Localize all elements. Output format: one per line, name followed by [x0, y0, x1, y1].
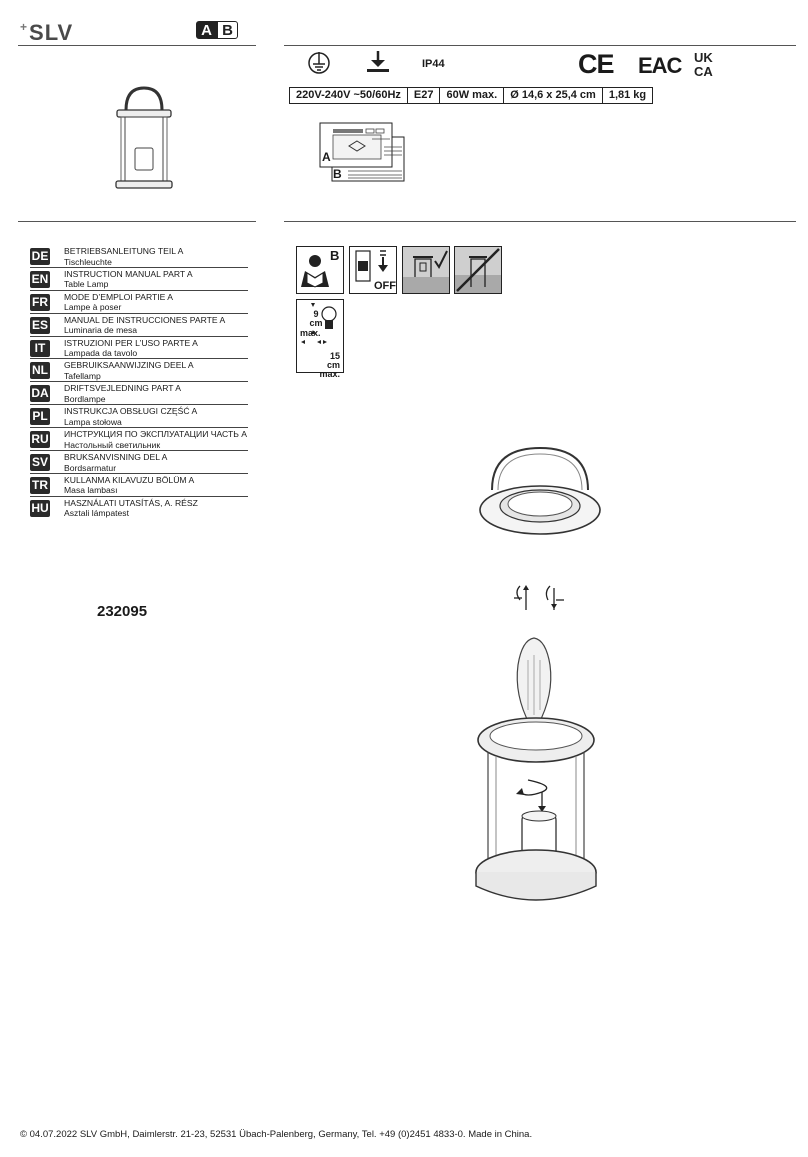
reader-icon [301, 255, 329, 288]
lang-subtitle: Tischleuchte [64, 256, 112, 267]
slv-logo: +SLV [20, 20, 74, 45]
footer-copyright: © 04.07.2022 SLV GmbH, Daimlerstr. 21-23… [20, 1129, 533, 1140]
bulb-distance-warning [296, 299, 344, 373]
lang-title: INSTRUCTION MANUAL PART A [64, 268, 193, 279]
distance-side-max: max. [319, 369, 340, 379]
lang-code-badge: HU [30, 499, 50, 517]
distance-top-text: 9 cm [306, 310, 326, 328]
lang-code-badge: PL [30, 408, 50, 426]
outdoor-lamp-check-icon [403, 250, 449, 293]
read-part-label: B [330, 248, 340, 263]
lang-code-badge: DA [30, 385, 50, 403]
part-a-badge: A [196, 21, 217, 39]
lang-title: MANUAL DE INSTRUCCIONES PARTE A [64, 314, 226, 325]
read-manual-warning [296, 246, 344, 294]
bulb-distance-icon [301, 303, 337, 344]
lang-subtitle: Table Lamp [64, 279, 109, 290]
ip-rating: IP44 [422, 58, 445, 70]
spec-weight: 1,81 kg [608, 89, 647, 101]
manual-part-b-label: B [333, 167, 342, 181]
product-code: 232095 [97, 603, 148, 620]
lang-code-badge: FR [30, 293, 50, 311]
lang-subtitle: Asztali lámpatest [64, 508, 129, 519]
outdoor-use-allowed [402, 246, 450, 294]
logo-text: SLV [29, 20, 74, 45]
spec-voltage: 220V-240V ~50/60Hz [290, 88, 408, 103]
lang-title: BRUKSANVISNING DEL A [64, 452, 168, 463]
svg-text:CA: CA [694, 64, 713, 78]
lang-subtitle: Lampa stołowa [64, 416, 122, 427]
switch-off-icon [355, 250, 388, 282]
distance-side-value: 15 cm [326, 351, 340, 370]
lang-subtitle: Lampada da tavolo [64, 348, 138, 359]
manual-part-a-label: A [322, 150, 331, 164]
lang-subtitle: Настольный светильник [64, 439, 161, 450]
lang-title: INSTRUKCJA OBSŁUGI CZĘŚĆ A [64, 406, 198, 417]
eac-mark: EAC [638, 53, 682, 78]
distance-side-text: 15 cm max. [316, 352, 340, 379]
lang-title: HASZNÁLATI UTASÍTÁS, A. RÉSZ [64, 497, 198, 508]
lamp-thumbnail-icon [115, 86, 173, 189]
off-label: OFF [374, 280, 396, 292]
lang-code-badge: ES [30, 316, 50, 334]
lang-code-badge: RU [30, 431, 50, 449]
lang-code-badge: IT [30, 339, 50, 357]
lang-subtitle: Tafellamp [64, 370, 101, 381]
lang-title: KULLANMA KILAVUZU BÖLÜM A [64, 474, 195, 485]
lang-title: MODE D’EMPLOI PARTIE A [64, 291, 174, 302]
no-ground-installation [454, 246, 502, 294]
lang-title: BETRIEBSANLEITUNG TEIL A [64, 246, 184, 256]
distance-top-max: max. [300, 328, 321, 338]
part-b-badge: B [217, 21, 238, 39]
lang-code-badge: SV [30, 454, 50, 472]
lang-title: ISTRUZIONI PER L’USO PARTE A [64, 337, 198, 348]
lang-title: DRIFTSVEJLEDNING PART A [64, 383, 181, 394]
divider-mid-right [284, 221, 796, 222]
lamp-assembly-illustration-icon [475, 446, 601, 901]
spec-wattage: 60W max. [440, 88, 505, 103]
lang-code-badge: NL [30, 362, 50, 380]
lang-code-badge: EN [30, 270, 50, 288]
ce-mark: CE [578, 49, 615, 79]
lang-code-badge: DE [30, 248, 50, 265]
distance-top-value: 9 [313, 309, 319, 319]
spec-table: 220V-240V ~50/60Hz E27 60W max. Ø 14,6 x… [289, 87, 654, 104]
part-badge: A B [196, 21, 238, 39]
lang-subtitle: Luminaria de mesa [64, 325, 138, 336]
no-ground-lamp-icon [455, 248, 501, 293]
divider-mid-left [18, 221, 256, 222]
lang-subtitle: Lampe à poser [64, 302, 122, 313]
lang-subtitle: Bordlampe [64, 393, 106, 404]
lang-title: ИНСТРУКЦИЯ ПО ЭКСПЛУАТАЦИИ ЧАСТЬ А [64, 429, 247, 440]
power-off-warning [349, 246, 397, 294]
svg-text:UK: UK [694, 50, 713, 65]
distance-top-unit: cm [309, 318, 323, 328]
mounting-surface-icon [367, 51, 389, 72]
spec-socket: E27 [408, 88, 441, 103]
divider-top-left [18, 45, 256, 46]
manual-parts-icon [319, 122, 405, 182]
lang-subtitle: Bordsarmatur [64, 462, 117, 473]
protection-class-earth-icon [308, 52, 330, 74]
lang-code-badge: TR [30, 476, 50, 494]
spec-dimensions: Ø 14,6 x 25,4 cm [504, 88, 603, 103]
divider-top-right [284, 45, 796, 46]
lang-title: GEBRUIKSAANWIJZING DEEL A [64, 360, 194, 371]
ukca-mark-icon: UK CA [694, 50, 713, 78]
lang-subtitle: Masa lambası [64, 485, 118, 496]
